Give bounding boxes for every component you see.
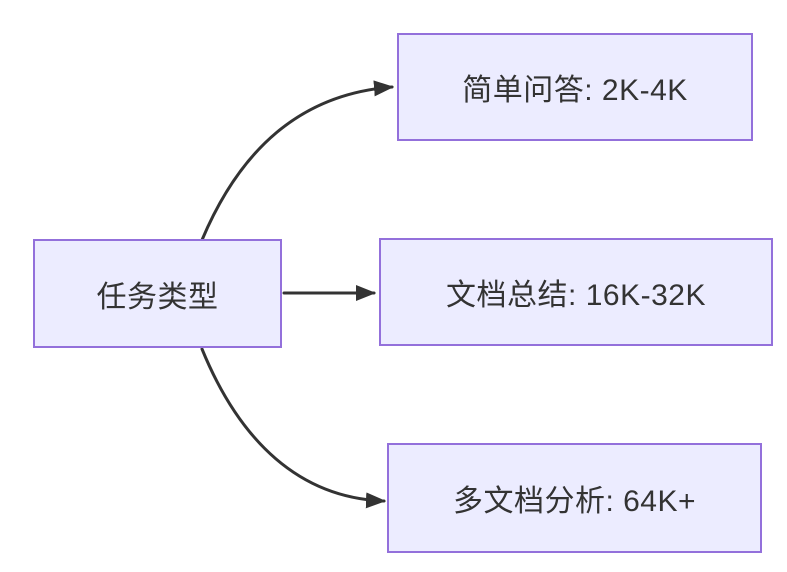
- node-task-type: 任务类型: [33, 239, 282, 348]
- edge-root-to-simple-qa: [200, 80, 394, 242]
- node-multidoc-analysis: 多文档分析: 64K+: [387, 443, 762, 553]
- node-task-type-label: 任务类型: [96, 280, 219, 314]
- node-simple-qa: 简单问答: 2K-4K: [397, 33, 753, 141]
- edge-root-to-multidoc: [200, 347, 386, 509]
- node-doc-summary-label: 文档总结: 16K-32K: [446, 279, 706, 312]
- node-doc-summary: 文档总结: 16K-32K: [379, 238, 773, 346]
- node-simple-qa-label: 简单问答: 2K-4K: [462, 74, 688, 107]
- node-multidoc-analysis-label: 多文档分析: 64K+: [452, 485, 697, 518]
